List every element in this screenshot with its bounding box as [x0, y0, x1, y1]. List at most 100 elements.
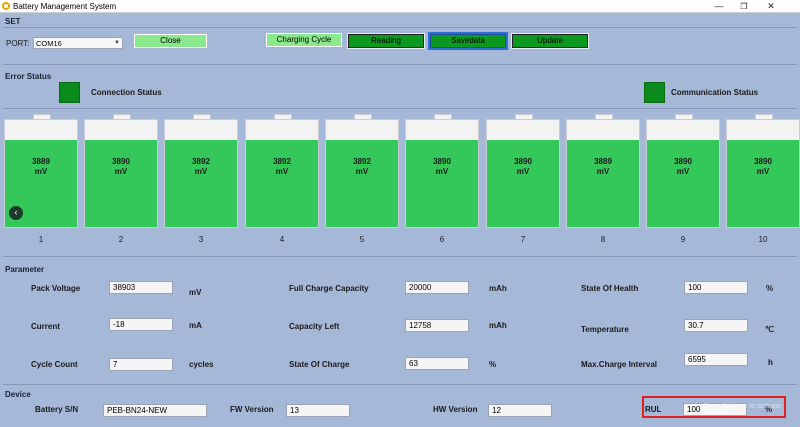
- cell-voltage: 3890: [514, 157, 532, 166]
- cell-fill: [165, 140, 237, 227]
- current-label: Current: [31, 322, 60, 331]
- state-of-health-unit: %: [766, 284, 774, 293]
- rul-field[interactable]: 100: [683, 403, 747, 416]
- cell-unit: mV: [194, 167, 208, 176]
- full-charge-capacity-unit: mAh: [489, 284, 507, 293]
- cycle-count-label: Cycle Count: [31, 360, 78, 369]
- battery-sn-field[interactable]: PEB-BN24-NEW: [103, 404, 207, 417]
- cell-2-cap: [113, 114, 131, 119]
- state-of-health-field[interactable]: 100: [684, 281, 748, 294]
- connection-status-indicator: [59, 82, 80, 103]
- capacity-left-field[interactable]: 12758: [405, 319, 469, 332]
- cell-unit: mV: [676, 167, 690, 176]
- cell-4-cap: [274, 114, 292, 119]
- cell-10-cap: [755, 114, 773, 119]
- update-button[interactable]: Update: [511, 33, 589, 49]
- max-charge-interval-field[interactable]: 6595: [684, 353, 748, 366]
- close-window-icon[interactable]: ✕: [767, 1, 775, 11]
- fw-version-label: FW Version: [230, 405, 274, 414]
- cell-number: 10: [758, 235, 768, 244]
- cell-voltage: 3889: [594, 157, 612, 166]
- state-of-health-label: State Of Health: [581, 284, 639, 293]
- device-separator: [3, 384, 797, 385]
- cell-unit: mV: [355, 167, 369, 176]
- cell-fill: [246, 140, 318, 227]
- full-charge-capacity-label: Full Charge Capacity: [289, 284, 369, 293]
- savedata-button[interactable]: Savedata: [428, 32, 508, 50]
- state-of-charge-unit: %: [489, 360, 497, 369]
- cell-fill: [406, 140, 478, 227]
- full-charge-capacity-field[interactable]: 20000: [405, 281, 469, 294]
- pack-voltage-field[interactable]: 38903: [109, 281, 173, 294]
- close-button[interactable]: Close: [134, 34, 207, 48]
- communication-status-label: Communication Status: [671, 88, 759, 97]
- cell-fill: [647, 140, 719, 227]
- minimize-icon[interactable]: —: [714, 1, 724, 11]
- chevron-down-icon[interactable]: ▼: [114, 40, 120, 46]
- cell-unit: mV: [114, 167, 128, 176]
- cell-unit: mV: [516, 167, 530, 176]
- cell-voltage: 3890: [433, 157, 451, 166]
- cell-fill: [487, 140, 559, 227]
- cell-voltage: 3892: [273, 157, 291, 166]
- connection-status-label: Connection Status: [91, 88, 162, 97]
- cycle-count-unit: cycles: [189, 360, 214, 369]
- max-charge-interval-label: Max.Charge Interval: [581, 360, 658, 369]
- cell-voltage: 3890: [674, 157, 692, 166]
- max-charge-interval-unit: h: [768, 358, 773, 367]
- port-select[interactable]: COM16 ▼: [33, 37, 123, 49]
- rul-label: RUL: [645, 405, 662, 414]
- cell-fill: [567, 140, 639, 227]
- scroll-left-icon[interactable]: ‹: [9, 206, 23, 220]
- cell-number: 7: [520, 235, 526, 244]
- capacity-left-label: Capacity Left: [289, 322, 340, 331]
- cell-number: 9: [680, 235, 686, 244]
- pack-voltage-label: Pack Voltage: [31, 284, 81, 293]
- temperature-field[interactable]: 30.7: [684, 319, 748, 332]
- cell-number: 2: [118, 235, 124, 244]
- cell-fill: [85, 140, 157, 227]
- cell-unit: mV: [34, 167, 48, 176]
- cell-voltage: 3890: [754, 157, 772, 166]
- cell-number: 8: [600, 235, 606, 244]
- fw-version-field[interactable]: 13: [286, 404, 350, 417]
- reading-button[interactable]: Reading: [347, 33, 425, 49]
- cell-voltage: 3892: [192, 157, 210, 166]
- cell-fill: [727, 140, 799, 227]
- cell-voltage: 3889: [32, 157, 50, 166]
- cell-voltage: 3892: [353, 157, 371, 166]
- state-of-charge-field[interactable]: 63: [405, 357, 469, 370]
- cell-unit: mV: [275, 167, 289, 176]
- current-field[interactable]: -18: [109, 318, 173, 331]
- cycle-count-field[interactable]: 7: [109, 358, 173, 371]
- charging-cycle-button[interactable]: Charging Cycle: [266, 33, 342, 47]
- cell-8-cap: [595, 114, 613, 119]
- hw-version-label: HW Version: [433, 405, 478, 414]
- temperature-unit: ℃: [765, 325, 774, 334]
- maximize-icon[interactable]: ❐: [740, 2, 748, 11]
- temperature-label: Temperature: [581, 325, 629, 334]
- port-value: COM16: [36, 39, 62, 48]
- hw-version-field[interactable]: 12: [488, 404, 552, 417]
- cell-number: 1: [38, 235, 44, 244]
- pack-voltage-unit: mV: [189, 288, 202, 297]
- current-unit: mA: [189, 321, 202, 330]
- cell-unit: mV: [596, 167, 610, 176]
- set-separator: [3, 27, 797, 28]
